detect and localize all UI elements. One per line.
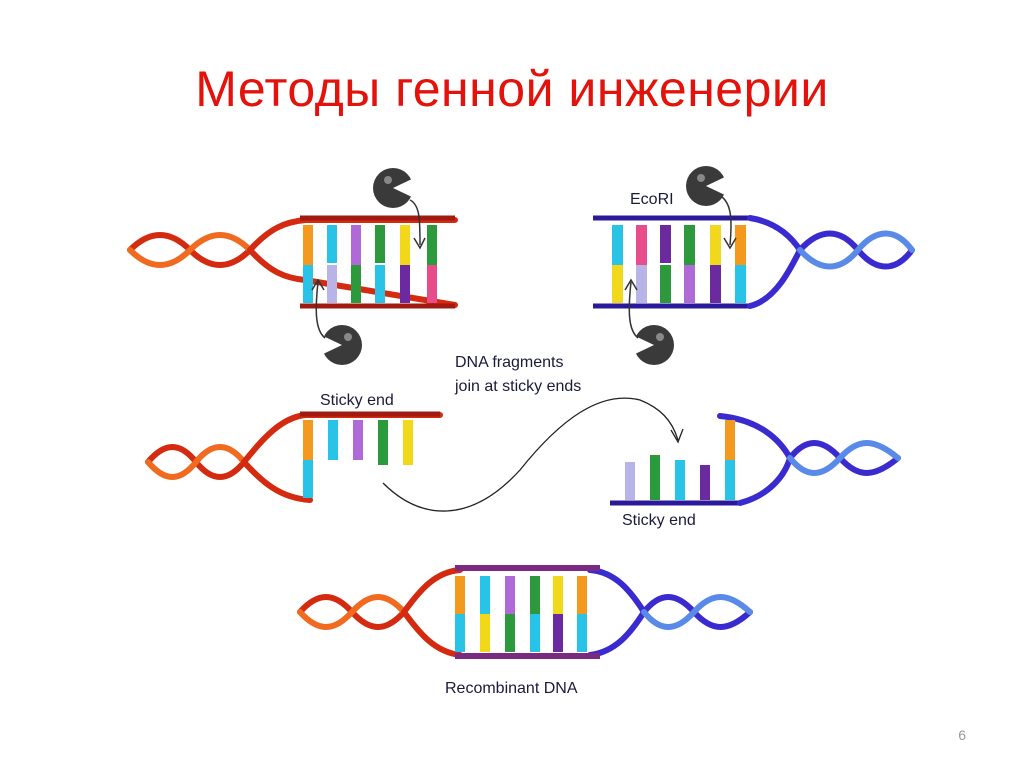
recombinant-label: Recombinant DNA [445, 680, 578, 697]
recombinant-dna [297, 565, 753, 659]
join-caption-line2: join at sticky ends [454, 378, 581, 395]
sticky-end-label-right: Sticky end [622, 512, 696, 529]
enzyme-icon [624, 278, 674, 365]
join-caption-line1: DNA fragments [455, 354, 563, 371]
right-sticky-end-bases [625, 420, 735, 500]
enzyme-icon [373, 168, 426, 250]
top-right-base-pairs [612, 225, 746, 303]
top-right-dna-fragment [593, 215, 915, 309]
middle-left-dna-fragment [145, 411, 443, 503]
sticky-end-label-left: Sticky end [320, 392, 394, 409]
slide-title: Методы генной инженерии [195, 61, 829, 117]
enzyme-icon [686, 166, 737, 250]
top-left-base-pairs [303, 225, 437, 303]
top-left-dna-fragment [127, 215, 458, 309]
recombinant-base-pairs [455, 576, 587, 652]
join-arrow [382, 397, 679, 512]
page-number: 6 [958, 727, 966, 743]
middle-right-dna-fragment [610, 413, 901, 506]
enzyme-icon [311, 278, 362, 365]
left-sticky-end-bases [303, 420, 413, 498]
enzyme-label: EcoRI [630, 191, 674, 208]
